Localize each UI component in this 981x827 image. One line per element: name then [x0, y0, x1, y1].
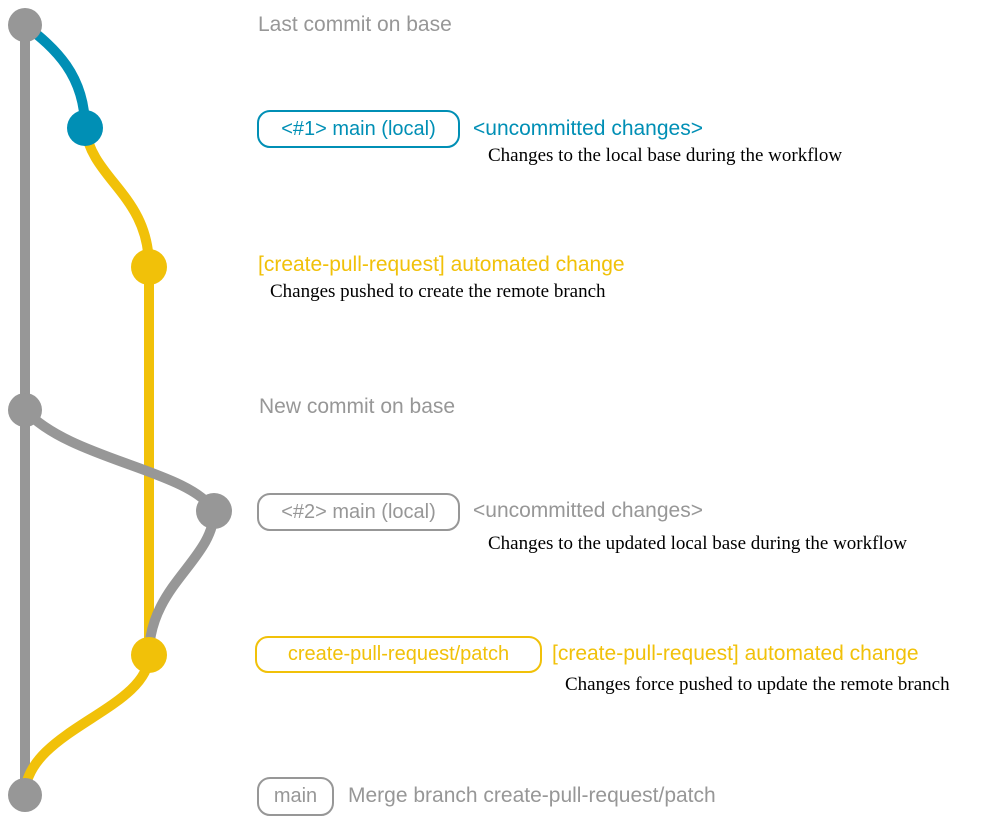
- branch-tag-head1: <#1> main (local): [257, 110, 460, 148]
- commit-dot-push1: [131, 249, 167, 285]
- rebase-curve: [144, 510, 219, 656]
- branch-tag-head2-label: <#2> main (local): [281, 500, 436, 523]
- merge-commit-message: Merge branch create-pull-request/patch: [348, 784, 716, 807]
- branch-tag-head1-label: <#1> main (local): [281, 117, 436, 140]
- push2-description: Changes force pushed to update the remot…: [565, 674, 950, 695]
- push1-description: Changes pushed to create the remote bran…: [270, 281, 606, 302]
- push2-commit-message: [create-pull-request] automated change: [552, 642, 919, 665]
- base-update-curve: [21, 406, 219, 514]
- head2-description: Changes to the updated local base during…: [488, 533, 907, 554]
- commit-dot-push2: [131, 637, 167, 673]
- new-commit-label: New commit on base: [259, 395, 456, 418]
- head1-description: Changes to the local base during the wor…: [488, 145, 843, 166]
- branch-tag-main-label: main: [273, 785, 318, 807]
- branch-tag-head2: <#2> main (local): [257, 493, 460, 531]
- branch-tag-patch: create-pull-request/patch: [255, 636, 542, 673]
- commit-dot-head1: [67, 110, 103, 146]
- commit-dot-new-base: [8, 393, 42, 427]
- commit-dot-merge: [8, 778, 42, 812]
- head1-commit-message: <uncommitted changes>: [473, 117, 703, 140]
- head2-commit-message: <uncommitted changes>: [473, 499, 703, 522]
- last-commit-label: Last commit on base: [258, 13, 452, 36]
- branch-tag-main: main: [257, 777, 334, 816]
- commit-dot-last-base: [8, 8, 42, 42]
- branch-tag-patch-label: create-pull-request/patch: [287, 643, 510, 665]
- push1-commit-message: [create-pull-request] automated change: [258, 253, 625, 276]
- commit-dot-head2: [196, 493, 232, 529]
